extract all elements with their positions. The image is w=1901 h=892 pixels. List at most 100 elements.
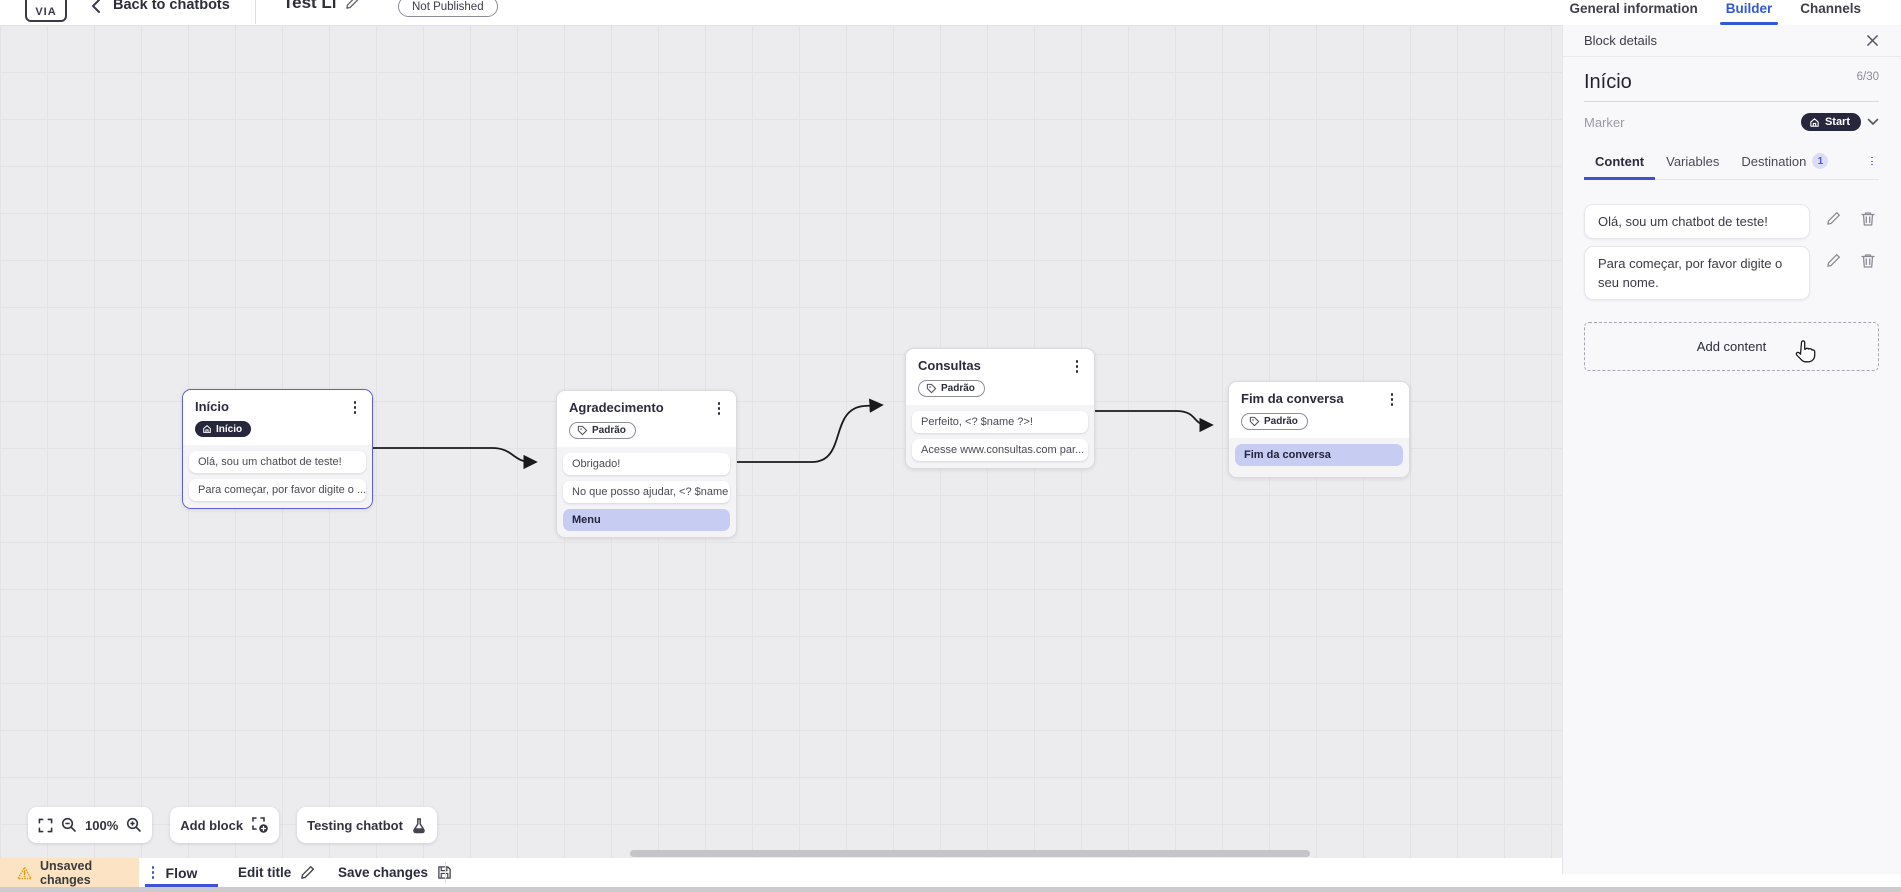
- message-card[interactable]: Para começar, por favor digite o ...: [189, 479, 366, 501]
- block-marker-badge: Padrão: [918, 380, 985, 397]
- fit-screen-icon[interactable]: [38, 818, 53, 833]
- block-header: Consultas Padrão: [906, 349, 1094, 405]
- horizontal-scrollbar[interactable]: [630, 850, 1310, 857]
- tab-flow[interactable]: Flow: [145, 858, 218, 887]
- block-menu-icon[interactable]: [348, 399, 362, 415]
- flow-canvas[interactable]: Início Início Olá, sou um chatbot de tes…: [0, 25, 1562, 858]
- edit-title-label: Edit title: [238, 865, 292, 880]
- name-input-underline: [1584, 101, 1879, 102]
- zoom-out-icon[interactable]: [61, 817, 77, 833]
- block-title: Agradecimento: [569, 400, 664, 415]
- tab-content[interactable]: Content: [1584, 148, 1656, 180]
- flow-block-agradecimento[interactable]: Agradecimento Padrão Obrigado! No que po…: [556, 390, 737, 538]
- marker-label: Marker: [1584, 114, 1625, 130]
- bottom-menu-icon[interactable]: [146, 864, 160, 880]
- block-menu-icon[interactable]: [712, 400, 726, 416]
- tab-destination[interactable]: Destination 1: [1730, 147, 1839, 179]
- add-block-button[interactable]: Add block: [170, 807, 280, 843]
- home-icon: [203, 425, 211, 433]
- tab-general-information[interactable]: General information: [1569, 1, 1698, 16]
- panel-header: Block details: [1563, 25, 1901, 57]
- edit-pencil-icon[interactable]: [1826, 253, 1841, 269]
- add-block-label: Add block: [180, 817, 244, 833]
- marker-start-dropdown[interactable]: Start: [1800, 113, 1861, 131]
- add-content-button[interactable]: Add content: [1584, 322, 1879, 371]
- zoom-in-icon[interactable]: [126, 817, 142, 833]
- main-tabs: General information Builder Channels: [1569, 1, 1861, 25]
- block-header: Início Início: [183, 390, 372, 445]
- pencil-icon: [300, 865, 315, 880]
- panel-menu-icon[interactable]: [1865, 155, 1879, 171]
- edit-title-button[interactable]: Edit title: [238, 858, 315, 887]
- block-details-panel: Block details Início 6/30 Marker Start: [1562, 25, 1901, 874]
- block-title: Início: [195, 399, 229, 414]
- topbar-divider: [255, 0, 256, 24]
- flow-block-inicio[interactable]: Início Início Olá, sou um chatbot de tes…: [182, 389, 373, 509]
- block-header: Agradecimento Padrão: [557, 391, 736, 447]
- destination-count-badge: 1: [1812, 153, 1829, 169]
- back-chevron-icon[interactable]: [90, 0, 102, 14]
- unsaved-changes-indicator: Unsaved changes: [0, 858, 139, 887]
- add-block-icon: [251, 816, 269, 834]
- message-card[interactable]: No que posso ajudar, <? $name ...: [563, 481, 730, 503]
- tab-builder[interactable]: Builder: [1719, 1, 1778, 25]
- char-counter: 6/30: [1856, 71, 1879, 83]
- block-body: Fim da conversa: [1229, 438, 1409, 477]
- window-bottom-edge: [0, 887, 1901, 892]
- save-floppy-icon: [437, 865, 452, 880]
- content-card[interactable]: Olá, sou um chatbot de teste!: [1584, 204, 1810, 239]
- message-card[interactable]: Perfeito, <? $name ?>!: [912, 411, 1088, 433]
- flow-block-fim[interactable]: Fim da conversa Padrão Fim da conversa: [1228, 381, 1410, 478]
- edit-pencil-icon[interactable]: [1826, 211, 1841, 227]
- block-menu-icon[interactable]: [1070, 358, 1084, 374]
- block-marker-badge: Início: [195, 421, 252, 437]
- content-card[interactable]: Para começar, por favor digite o seu nom…: [1584, 246, 1810, 300]
- app-logo[interactable]: VIA: [25, 0, 67, 22]
- unsaved-changes-label: Unsaved changes: [40, 858, 93, 887]
- close-icon[interactable]: [1866, 34, 1879, 47]
- block-title: Fim da conversa: [1241, 391, 1344, 406]
- message-card[interactable]: Obrigado!: [563, 453, 730, 475]
- save-changes-button[interactable]: Save changes: [338, 858, 452, 887]
- tag-icon: [926, 383, 937, 394]
- block-name-input[interactable]: Início: [1584, 71, 1632, 93]
- tab-variables[interactable]: Variables: [1666, 153, 1720, 169]
- block-marker-badge: Padrão: [1241, 413, 1308, 430]
- block-body: Obrigado! No que posso ajudar, <? $name …: [557, 447, 736, 537]
- edit-title-pencil-icon[interactable]: [345, 0, 360, 10]
- save-changes-label: Save changes: [338, 865, 429, 880]
- chevron-down-icon[interactable]: [1867, 118, 1879, 126]
- testing-chatbot-label: Testing chatbot: [307, 817, 403, 833]
- zoom-control-group: 100%: [28, 807, 153, 843]
- panel-tabs: Content Variables Destination 1: [1584, 147, 1879, 180]
- content-row: Para começar, por favor digite o seu nom…: [1584, 246, 1879, 300]
- message-card[interactable]: Acesse www.consultas.com par...: [912, 439, 1088, 461]
- zoom-level: 100%: [85, 817, 119, 833]
- tab-channels[interactable]: Channels: [1800, 1, 1861, 16]
- trash-icon[interactable]: [1861, 253, 1875, 269]
- block-marker-badge: Padrão: [569, 422, 636, 439]
- block-menu-icon[interactable]: [1385, 391, 1399, 407]
- menu-card[interactable]: Menu: [563, 509, 730, 531]
- home-icon: [1810, 117, 1819, 127]
- end-card[interactable]: Fim da conversa: [1235, 444, 1403, 466]
- top-bar: VIA Back to chatbots Test Li Not Publish…: [0, 0, 1901, 25]
- tag-icon: [1249, 416, 1260, 427]
- panel-title: Block details: [1584, 33, 1657, 48]
- content-list: Olá, sou um chatbot de teste! Para começ…: [1584, 204, 1879, 300]
- flow-block-consultas[interactable]: Consultas Padrão Perfeito, <? $name ?>! …: [905, 348, 1095, 469]
- content-row: Olá, sou um chatbot de teste!: [1584, 204, 1879, 239]
- block-body: Perfeito, <? $name ?>! Acesse www.consul…: [906, 405, 1094, 468]
- warning-icon: [17, 866, 32, 880]
- testing-chatbot-button[interactable]: Testing chatbot: [297, 807, 437, 843]
- block-body: Olá, sou um chatbot de teste! Para começ…: [183, 445, 372, 508]
- chatbot-title: Test Li: [283, 0, 337, 12]
- trash-icon[interactable]: [1861, 211, 1875, 227]
- back-to-chatbots-link[interactable]: Back to chatbots: [113, 0, 230, 13]
- bottombar-divider: [445, 862, 446, 883]
- tag-icon: [577, 425, 588, 436]
- block-title: Consultas: [918, 358, 981, 373]
- block-header: Fim da conversa Padrão: [1229, 382, 1409, 438]
- message-card[interactable]: Olá, sou um chatbot de teste!: [189, 451, 366, 473]
